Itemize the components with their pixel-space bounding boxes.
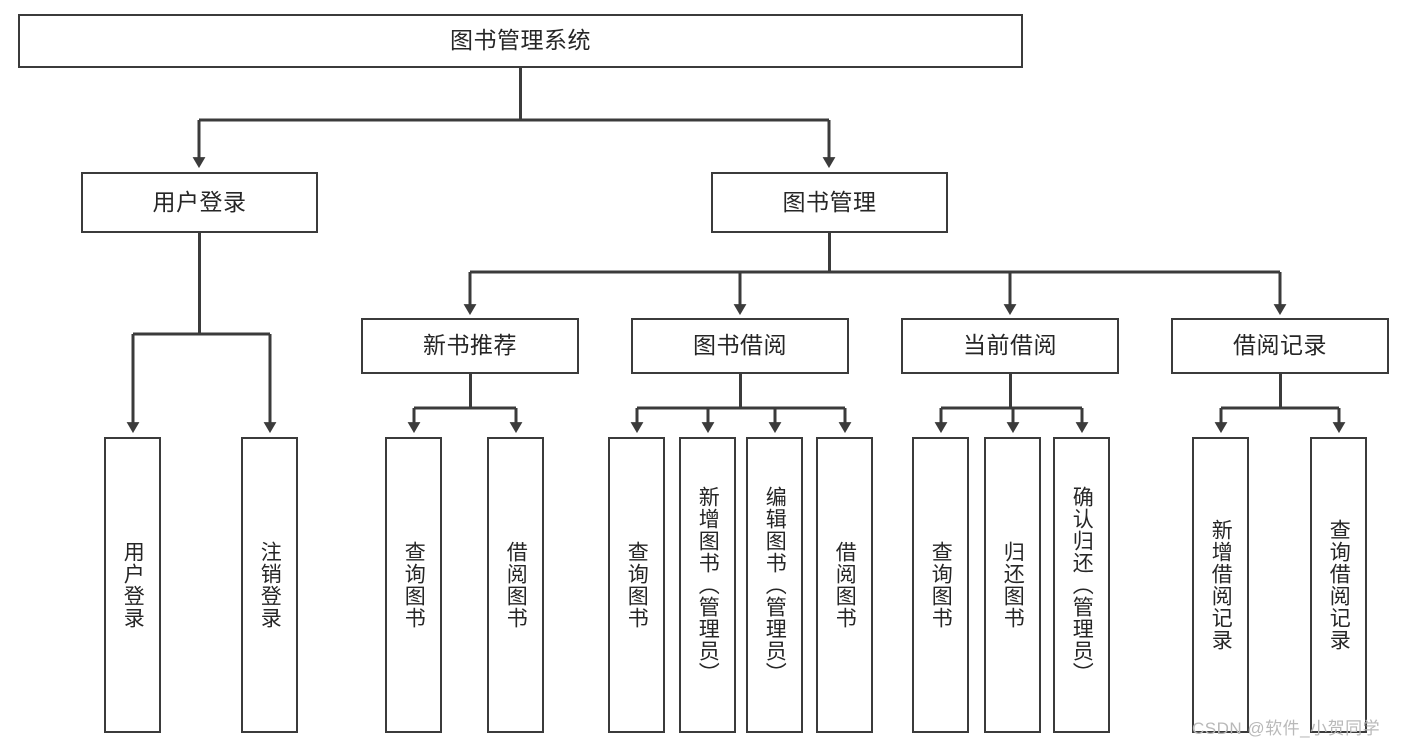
node-user-login[interactable]: 用户登录: [81, 172, 318, 233]
node-new-book-recommend[interactable]: 新书推荐: [361, 318, 579, 374]
node-leaf-query-record[interactable]: 查询借阅记录: [1310, 437, 1367, 733]
node-leaf-edit-book-label: 编辑图书（管理员）: [763, 486, 787, 684]
node-leaf-add-record-label: 新增借阅记录: [1209, 519, 1233, 651]
node-new-book-recommend-label: 新书推荐: [423, 332, 517, 359]
node-current-borrow[interactable]: 当前借阅: [901, 318, 1119, 374]
node-leaf-borrow-book-label: 借阅图书: [833, 541, 857, 629]
node-book-management-label: 图书管理: [782, 188, 877, 215]
node-leaf-query-book-rec-label: 查询图书: [402, 541, 426, 629]
csdn-watermark: CSDN @软件_小贺同学: [1192, 719, 1381, 738]
node-leaf-confirm-return-label: 确认归还（管理员）: [1070, 486, 1094, 684]
node-leaf-query-book-cur[interactable]: 查询图书: [912, 437, 969, 733]
node-book-management[interactable]: 图书管理: [711, 172, 948, 233]
node-book-borrow[interactable]: 图书借阅: [631, 318, 849, 374]
node-leaf-query-book-borrow-label: 查询图书: [625, 541, 649, 629]
node-root[interactable]: 图书管理系统: [18, 14, 1023, 68]
node-leaf-confirm-return[interactable]: 确认归还（管理员）: [1053, 437, 1110, 733]
node-leaf-borrow-book-rec-label: 借阅图书: [504, 541, 528, 629]
node-leaf-query-book-rec[interactable]: 查询图书: [385, 437, 442, 733]
node-root-label: 图书管理系统: [450, 27, 591, 54]
node-current-borrow-label: 当前借阅: [963, 332, 1057, 359]
node-leaf-query-book-borrow[interactable]: 查询图书: [608, 437, 665, 733]
node-leaf-user-login[interactable]: 用户登录: [104, 437, 161, 733]
node-leaf-query-book-cur-label: 查询图书: [929, 541, 953, 629]
node-leaf-add-book[interactable]: 新增图书（管理员）: [679, 437, 736, 733]
node-borrow-records-label: 借阅记录: [1233, 332, 1327, 359]
node-leaf-logout[interactable]: 注销登录: [241, 437, 298, 733]
node-leaf-query-record-label: 查询借阅记录: [1327, 519, 1351, 651]
node-leaf-add-book-label: 新增图书（管理员）: [696, 486, 720, 684]
node-leaf-return-book[interactable]: 归还图书: [984, 437, 1041, 733]
node-leaf-logout-label: 注销登录: [258, 541, 282, 629]
node-leaf-borrow-book[interactable]: 借阅图书: [816, 437, 873, 733]
node-user-login-label: 用户登录: [152, 188, 247, 215]
node-book-borrow-label: 图书借阅: [693, 332, 787, 359]
node-leaf-edit-book[interactable]: 编辑图书（管理员）: [746, 437, 803, 733]
node-leaf-add-record[interactable]: 新增借阅记录: [1192, 437, 1249, 733]
node-leaf-user-login-label: 用户登录: [121, 541, 145, 629]
node-leaf-borrow-book-rec[interactable]: 借阅图书: [487, 437, 544, 733]
node-borrow-records[interactable]: 借阅记录: [1171, 318, 1389, 374]
node-leaf-return-book-label: 归还图书: [1001, 541, 1025, 629]
